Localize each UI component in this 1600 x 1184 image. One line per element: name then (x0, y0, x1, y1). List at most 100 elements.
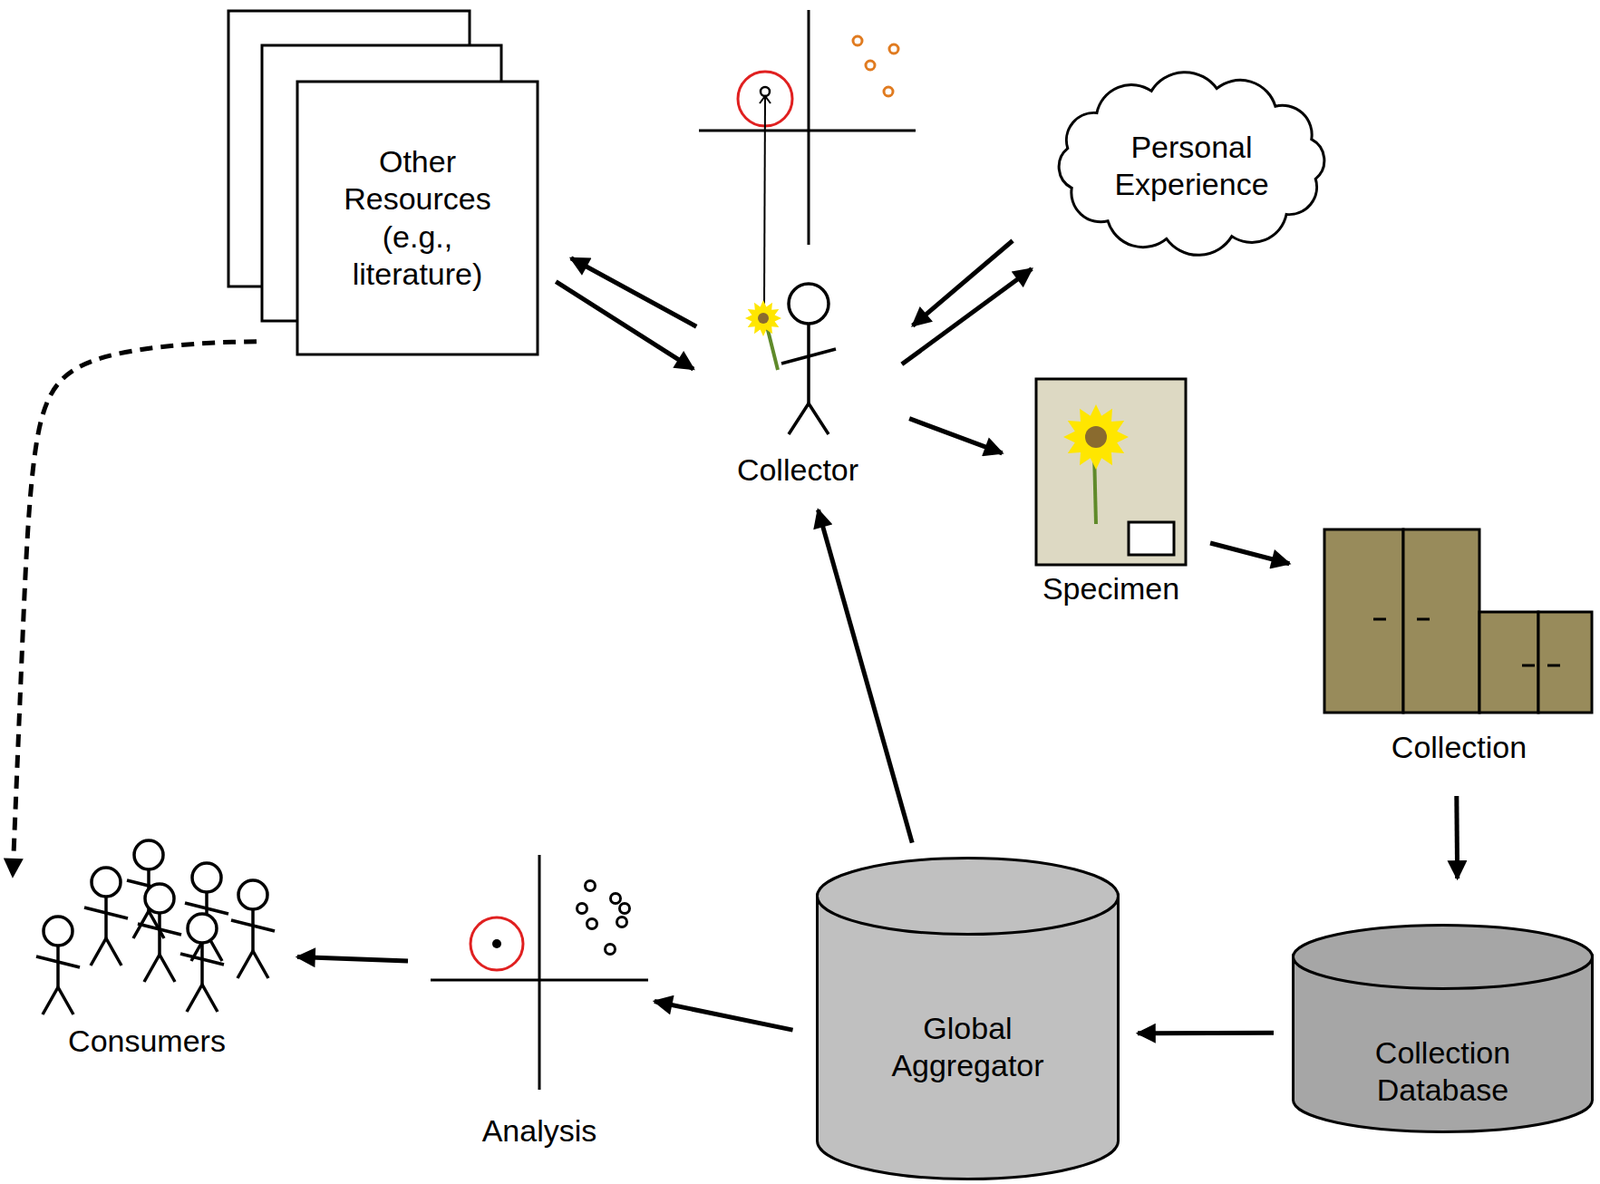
person-body (137, 912, 182, 982)
person-body (184, 892, 229, 961)
page-outline (297, 81, 538, 355)
aggregator-cylinder: Global Aggregator (815, 856, 1120, 1181)
person-arms (184, 902, 229, 914)
arrow-connector (654, 1001, 794, 1031)
cylinder-top (817, 858, 1119, 935)
person-arms (231, 920, 275, 931)
flower-petals (1063, 404, 1129, 470)
text-holder: Analysis (426, 1112, 653, 1151)
person-head (187, 913, 217, 943)
cabinet-handle (1547, 664, 1561, 668)
collection-cabinet: Collection (1324, 529, 1594, 771)
person-head (91, 867, 121, 897)
consumer-crowd: Consumers (12, 838, 282, 1061)
node-label: Collector (736, 451, 859, 489)
node-shape (426, 852, 653, 1156)
person-head (788, 283, 829, 324)
data-point (610, 893, 621, 904)
thought-cloud: Personal Experience (1036, 61, 1348, 266)
arrow-connector (817, 509, 912, 843)
outlier-point (492, 939, 502, 949)
flower-center (1085, 426, 1107, 448)
cabinet-handle (1522, 664, 1535, 668)
data-point (605, 944, 616, 955)
plot-axis (430, 979, 649, 982)
arrow-connector (571, 258, 697, 328)
person-arms (84, 907, 128, 919)
person-body (84, 896, 128, 966)
data-point (883, 87, 893, 97)
arrow-connector (1210, 543, 1290, 564)
person-head (192, 863, 222, 893)
person-legs (42, 987, 74, 1015)
resource-page: Other Resources (e.g., literature) (297, 81, 538, 355)
arrow-connector (297, 956, 408, 960)
cabinet-handle (1416, 618, 1430, 621)
cabinet-door (1538, 611, 1592, 713)
plot-axis (538, 854, 542, 1090)
arrow-connector (1454, 795, 1460, 879)
data-point (585, 881, 596, 892)
person-body (36, 945, 80, 1015)
node-label: Personal Experience (1085, 128, 1299, 204)
node-label: Other Resources (e.g., literature) (324, 143, 511, 294)
person-legs (237, 950, 269, 979)
dashed-connector (12, 341, 257, 877)
plot-axis (807, 9, 811, 245)
arrow-connector (1137, 1030, 1274, 1037)
text-holder: Global Aggregator (833, 947, 1102, 1147)
node-label: Analysis (482, 1112, 598, 1150)
analysis-plot: Analysis (426, 852, 653, 1156)
node-shape (297, 81, 538, 355)
data-point (853, 36, 863, 46)
node-label: Collection (1391, 728, 1527, 767)
person-arms (137, 923, 182, 935)
person-head (238, 880, 268, 910)
arrow-connector (912, 241, 1013, 327)
flower-petals (745, 300, 782, 337)
specimen-sheet: Specimen (1036, 378, 1186, 608)
person-head (43, 916, 73, 946)
specimen-sheet (1036, 378, 1186, 565)
person-torso (251, 909, 255, 951)
node-label: Collection Database (1334, 1034, 1552, 1110)
node-label: Specimen (1042, 570, 1180, 608)
person-arms (180, 953, 224, 965)
text-holder: Other Resources (e.g., literature) (310, 95, 524, 341)
flower-center (757, 312, 769, 324)
person-body (231, 909, 275, 979)
text-holder: Specimen (1013, 571, 1209, 608)
database-cylinder: Collection Database (1291, 923, 1594, 1134)
person-torso (200, 942, 204, 985)
person-arms (781, 349, 836, 364)
person-legs (186, 984, 218, 1012)
person-torso (104, 896, 108, 939)
outlier-ring (470, 917, 524, 970)
orange-points (853, 36, 899, 97)
person-legs (788, 403, 829, 435)
arrow-connector (909, 418, 1002, 454)
person-legs (90, 938, 122, 966)
cabinet-door (1479, 611, 1539, 713)
person-torso (806, 323, 811, 404)
cabinet-handle (1373, 618, 1387, 621)
person-body (781, 323, 836, 435)
text-holder: Collection Database (1309, 1005, 1576, 1138)
text-holder: Collection (1324, 728, 1594, 767)
person-arms (36, 956, 80, 968)
pointer-line (764, 96, 766, 307)
plot-axis (698, 129, 916, 133)
cabinet-door (1403, 529, 1480, 713)
cylinder-top (1293, 925, 1593, 990)
text-holder: Collector (698, 448, 898, 493)
person-torso (157, 912, 162, 955)
arrow-connector (555, 281, 694, 369)
person-head (145, 883, 175, 913)
data-point (889, 44, 899, 54)
flower-stem (766, 326, 778, 370)
cloud-outline (1058, 72, 1325, 256)
person-torso (56, 945, 60, 988)
person-body (180, 942, 224, 1012)
text-holder: Personal Experience (1076, 97, 1307, 234)
data-point (577, 903, 588, 914)
